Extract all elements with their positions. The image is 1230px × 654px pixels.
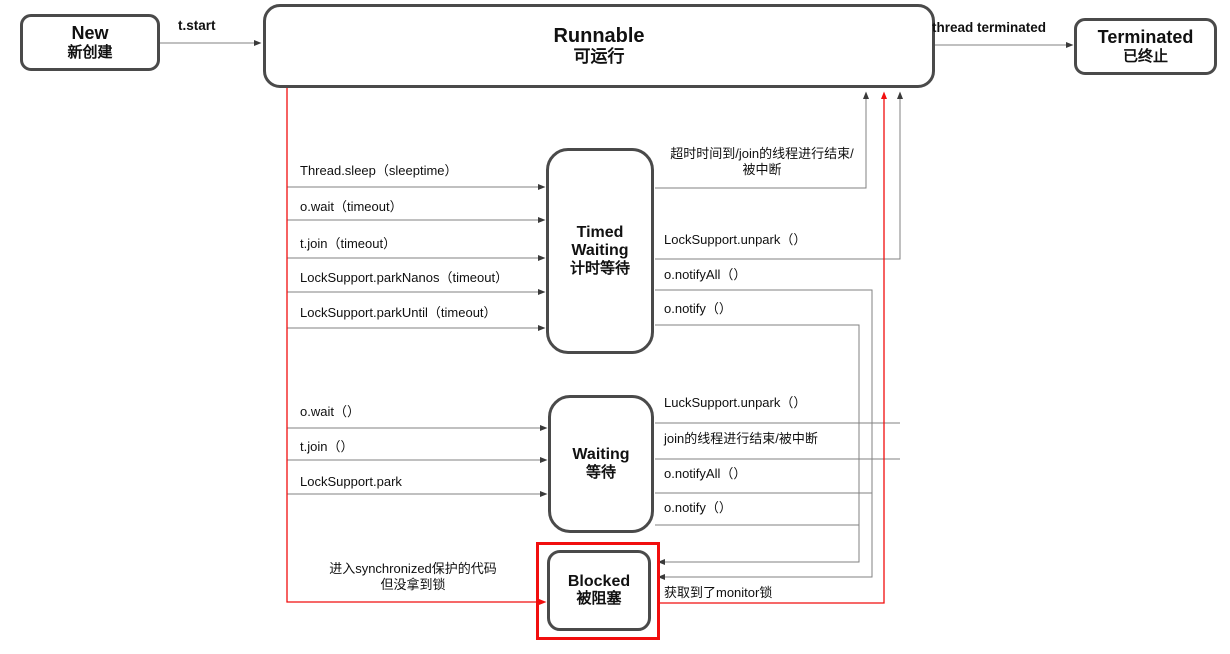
state-name-waiting-zh: 等待 — [585, 463, 616, 481]
state-name-waiting: Waiting — [572, 446, 630, 464]
state-name-terminated: Terminated — [1097, 27, 1194, 48]
label-thread-sleep: Thread.sleep（sleeptime） — [300, 163, 458, 178]
label-thread-terminated: thread terminated — [932, 20, 1047, 35]
state-box-timed-waiting: Timed Waiting 计时等待 — [546, 148, 654, 354]
label-lockpark: LockSupport.park — [300, 474, 402, 489]
blocked-highlight-rect — [536, 542, 660, 640]
state-name-blocked: Blocked — [567, 572, 631, 590]
label-w-notifyall: o.notifyAll（） — [664, 466, 747, 481]
state-name-blocked-zh: 被阻塞 — [576, 590, 622, 608]
label-w-join-end: join的线程进行结束/被中断 — [664, 431, 818, 446]
label-parknanos: LockSupport.parkNanos（timeout） — [300, 270, 509, 285]
label-got-monitor-lock: 获取到了monitor锁 — [664, 585, 773, 600]
label-tjoin-timeout: t.join（timeout） — [300, 236, 397, 251]
arrow-enter-synchronized — [286, 88, 547, 605]
state-box-waiting: Waiting 等待 — [548, 395, 654, 533]
label-enter-synchronized: 进入synchronized保护的代码 但没拿到锁 — [329, 561, 497, 592]
state-box-new: New 新创建 — [20, 14, 160, 71]
arrow-got-monitor-lock — [659, 91, 887, 604]
arrow-notify-to-blocked — [655, 324, 860, 565]
state-name-runnable-zh: 可运行 — [573, 47, 625, 66]
state-box-runnable: Runnable 可运行 — [263, 4, 935, 88]
state-name-timed-waiting-zh: 计时等待 — [569, 259, 630, 277]
state-name-new: New — [71, 23, 109, 44]
label-timeout-end: 超时时间到/join的线程进行结束/ 被中断 — [670, 146, 854, 177]
label-tw-notifyall: o.notifyAll（） — [664, 267, 747, 282]
state-name-new-zh: 新创建 — [67, 43, 113, 61]
arrow-timeout-up — [655, 91, 869, 189]
label-w-unpark: LuckSupport.unpark（） — [664, 395, 807, 410]
label-tw-unpark: LockSupport.unpark（） — [664, 232, 807, 247]
label-owait-timeout: o.wait（timeout） — [300, 199, 403, 214]
state-name-timed-waiting: Timed Waiting — [571, 224, 629, 259]
label-tjoin: t.join（） — [300, 439, 354, 454]
label-owait: o.wait（） — [300, 404, 360, 419]
label-tw-notify: o.notify（） — [664, 301, 732, 316]
arrow-notifyall-to-blocked — [655, 289, 873, 580]
state-box-terminated: Terminated 已终止 — [1074, 18, 1217, 75]
label-parkuntil: LockSupport.parkUntil（timeout） — [300, 305, 497, 320]
arrow-unpark-up — [655, 91, 903, 260]
state-name-runnable: Runnable — [553, 24, 645, 47]
label-w-notify: o.notify（） — [664, 500, 732, 515]
state-name-terminated-zh: 已终止 — [1122, 47, 1168, 65]
state-box-blocked: Blocked 被阻塞 — [547, 550, 651, 631]
label-t-start: t.start — [178, 18, 216, 33]
